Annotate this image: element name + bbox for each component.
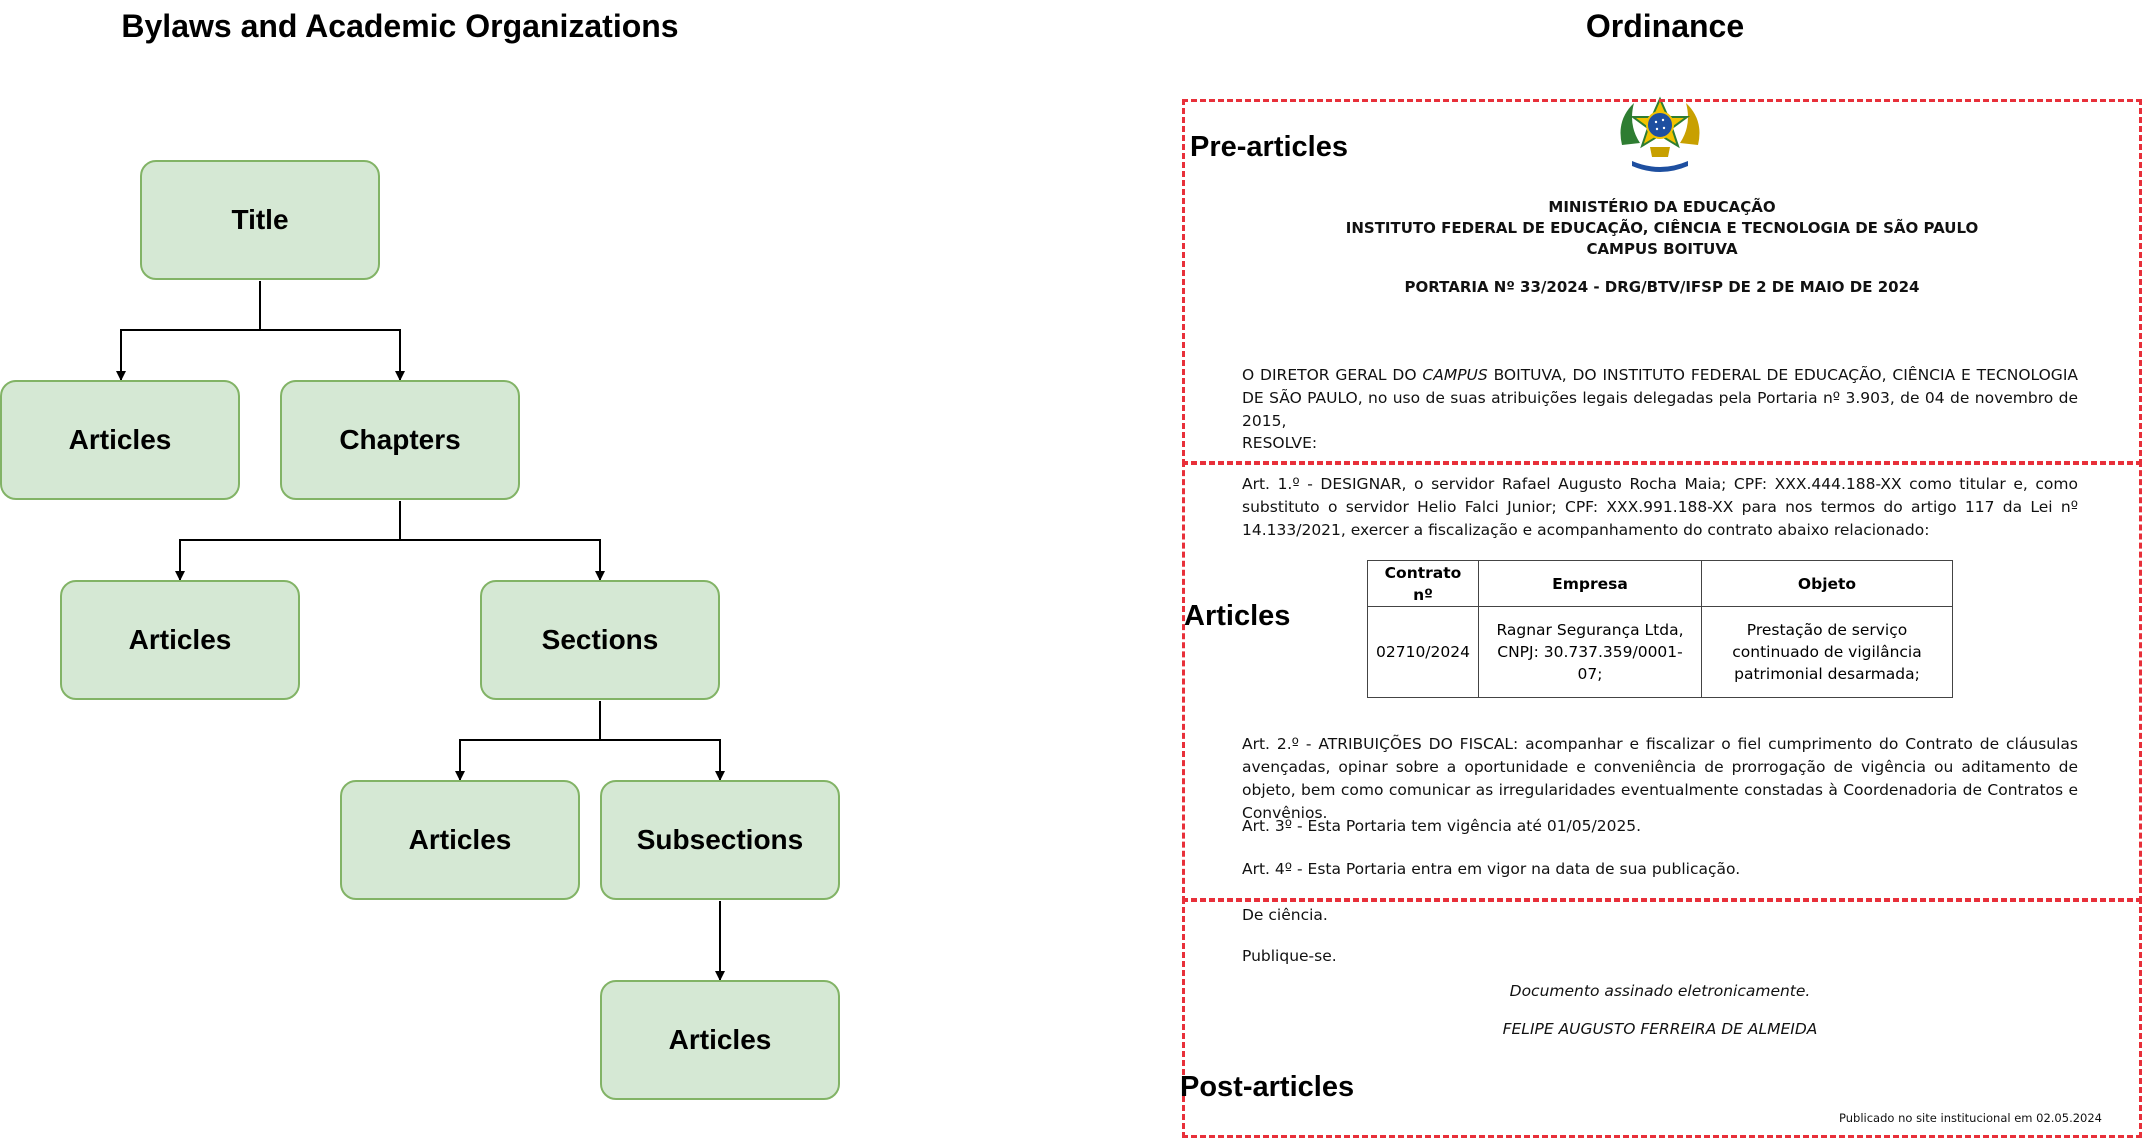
node-sections: Sections — [480, 580, 720, 700]
table-cell-empresa: Ragnar Segurança Ltda, CNPJ: 30.737.359/… — [1478, 606, 1702, 698]
article-1: Art. 1.º - DESIGNAR, o servidor Rafael A… — [1242, 475, 2078, 539]
edge-sections-articles — [455, 701, 601, 781]
closing-publique: Publique-se. — [1242, 947, 1337, 965]
edge-chapters-sections — [400, 539, 605, 581]
article-2: Art. 2.º - ATRIBUIÇÕES DO FISCAL: acompa… — [1242, 735, 2078, 822]
region-articles — [1182, 461, 2142, 902]
edge-chapters-articles — [175, 501, 401, 581]
node-title-articles: Articles — [0, 380, 240, 500]
node-section-articles: Articles — [340, 780, 580, 900]
article-3: Art. 3º - Esta Portaria tem vigência até… — [1242, 817, 1642, 835]
table-header-contrato: Contrato nº — [1367, 560, 1479, 607]
resolve-text: RESOLVE: — [1242, 434, 1318, 452]
portaria-number: PORTARIA Nº 33/2024 - DRG/BTV/IFSP DE 2 … — [1404, 278, 1920, 296]
contract-table: Contrato nº Empresa Objeto 02710/2024 Ra… — [1367, 560, 1953, 698]
edge-title-chapters — [260, 329, 405, 381]
article-4: Art. 4º - Esta Portaria entra em vigor n… — [1242, 860, 1741, 878]
publication-note: Publicado no site institucional em 02.05… — [1839, 1111, 2102, 1125]
node-chapters: Chapters — [280, 380, 520, 500]
header-campus: CAMPUS BOITUVA — [1586, 240, 1738, 258]
node-subsection-articles: Articles — [600, 980, 840, 1100]
closing-ciencia: De ciência. — [1242, 906, 1328, 924]
edge-title-articles — [116, 281, 261, 381]
signer-name: FELIPE AUGUSTO FERREIRA DE ALMEIDA — [1502, 1020, 1818, 1038]
node-title: Title — [140, 160, 380, 280]
node-subsections: Subsections — [600, 780, 840, 900]
header-ministry: MINISTÉRIO DA EDUCAÇÃO — [1548, 198, 1776, 216]
edge-sections-subsections — [600, 739, 725, 781]
ordinance-title: Ordinance — [1585, 8, 1745, 44]
ordinance-document: MINISTÉRIO DA EDUCAÇÃO INSTITUTO FEDERAL… — [1180, 95, 2144, 1142]
table-cell-objeto: Prestação de serviço continuado de vigil… — [1701, 606, 1953, 698]
table-header-empresa: Empresa — [1478, 560, 1702, 607]
bylaws-diagram-title: Bylaws and Academic Organizations — [121, 8, 679, 44]
signature-note: Documento assinado eletronicamente. — [1509, 982, 1811, 1000]
region-post-articles — [1182, 898, 2142, 1138]
label-articles: Articles — [1184, 600, 1291, 632]
node-chapter-articles: Articles — [60, 580, 300, 700]
preamble-paragraph: O DIRETOR GERAL DO CAMPUS BOITUVA, DO IN… — [1242, 366, 2078, 430]
label-post-articles: Post-articles — [1180, 1071, 1355, 1103]
table-cell-contrato: 02710/2024 — [1367, 606, 1479, 698]
label-pre-articles: Pre-articles — [1190, 131, 1348, 163]
header-institute: INSTITUTO FEDERAL DE EDUCAÇÃO, CIÊNCIA E… — [1345, 219, 1979, 237]
brazil-coat-of-arms-icon — [1620, 96, 1700, 172]
tree-connectors — [116, 281, 725, 981]
